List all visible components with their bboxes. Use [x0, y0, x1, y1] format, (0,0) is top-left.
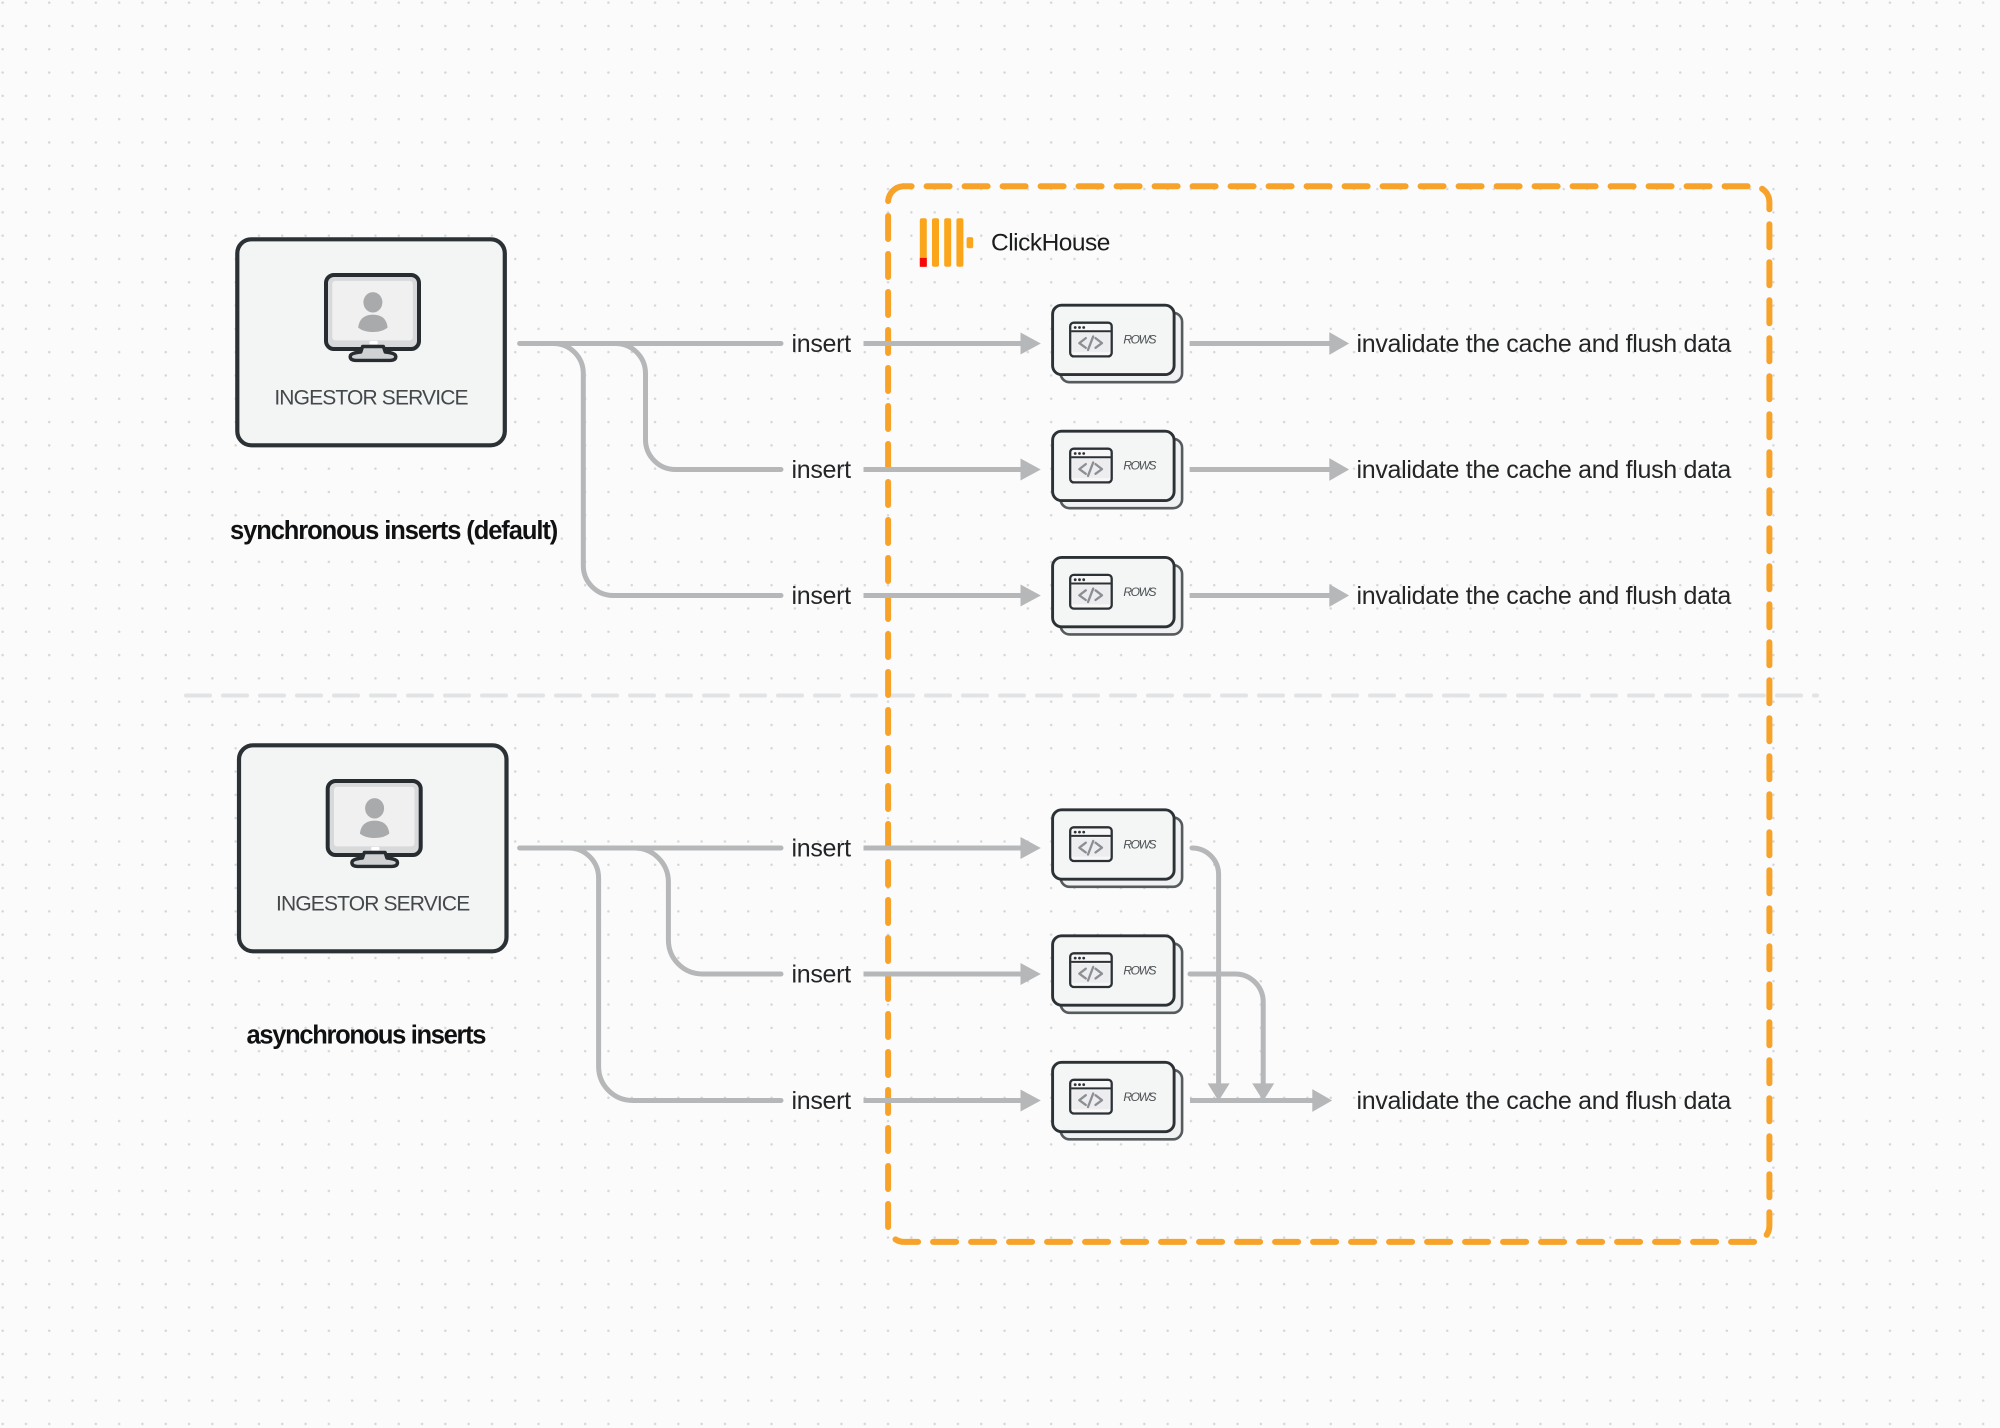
svg-text:insert: insert: [792, 961, 852, 989]
svg-text:invalidate the cache and flush: invalidate the cache and flush data: [1357, 1087, 1732, 1115]
svg-text:insert: insert: [792, 582, 852, 610]
svg-text:asynchronous inserts: asynchronous inserts: [247, 1022, 487, 1050]
svg-text:invalidate the cache and flush: invalidate the cache and flush data: [1357, 456, 1732, 484]
svg-text:insert: insert: [792, 835, 852, 863]
svg-text:ClickHouse: ClickHouse: [991, 229, 1110, 256]
svg-text:synchronous inserts (default): synchronous inserts (default): [230, 517, 558, 545]
svg-text:insert: insert: [792, 456, 852, 484]
svg-text:insert: insert: [792, 330, 852, 358]
svg-text:invalidate the cache and flush: invalidate the cache and flush data: [1357, 330, 1732, 358]
svg-text:invalidate the cache and flush: invalidate the cache and flush data: [1357, 582, 1732, 610]
svg-text:insert: insert: [792, 1087, 852, 1115]
